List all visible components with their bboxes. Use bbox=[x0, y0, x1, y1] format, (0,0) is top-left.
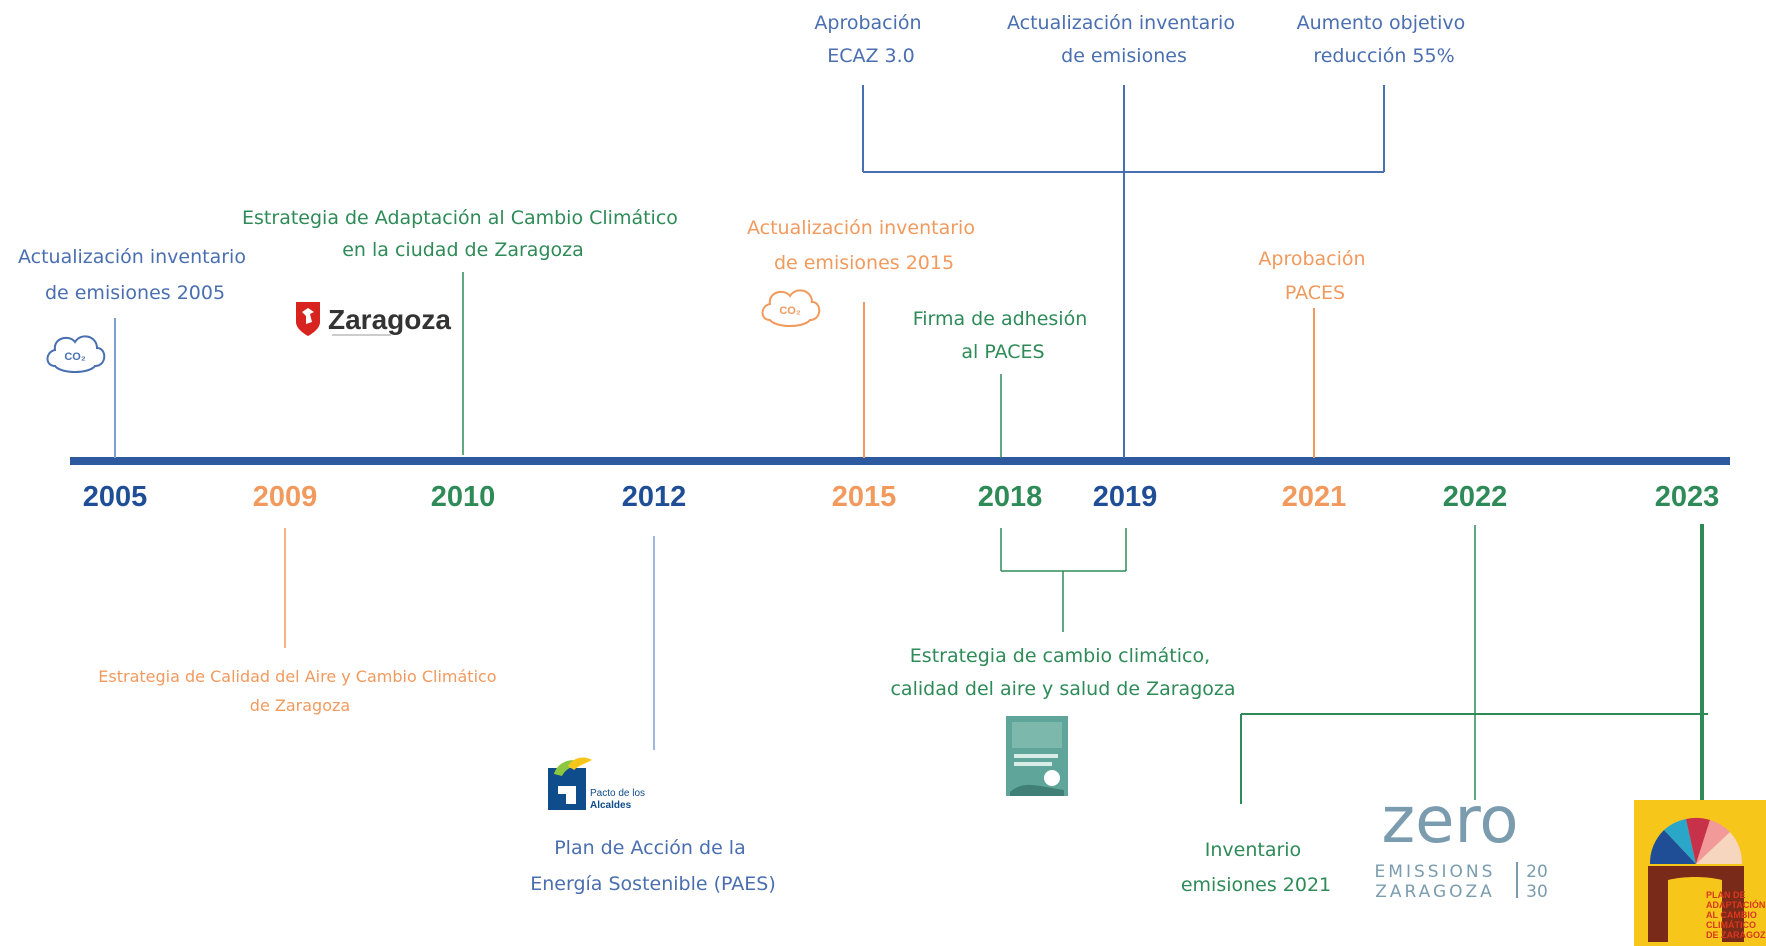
event-2018a-line1: Firma de adhesión bbox=[913, 308, 1088, 330]
event-2019c-line2: reducción 55% bbox=[1313, 45, 1454, 67]
zero-line1: EMISSIONS bbox=[1375, 862, 1496, 882]
event-2022-line2: emisiones 2021 bbox=[1181, 874, 1331, 896]
pacto-alcaldes-logo: Pacto de los Alcaldes bbox=[548, 757, 645, 811]
year-2015: 2015 bbox=[832, 481, 897, 513]
event-2019a-line2: ECAZ 3.0 bbox=[827, 45, 915, 67]
zero-line2: ZARAGOZA bbox=[1375, 882, 1495, 902]
co2-cloud-icon: CO₂ bbox=[46, 335, 106, 373]
event-2015-line2: de emisiones 2015 bbox=[774, 252, 954, 274]
year-2019: 2019 bbox=[1093, 481, 1158, 513]
zero-emissions-logo: zero EMISSIONS ZARAGOZA 20 30 bbox=[1375, 784, 1548, 902]
bracket-2018-2019 bbox=[1000, 528, 1127, 632]
event-2009-line1: Estrategia de Calidad del Aire y Cambio … bbox=[98, 667, 496, 686]
co2-label: CO₂ bbox=[779, 305, 801, 317]
event-2018-adhesion: Firma de adhesión al PACES bbox=[913, 308, 1094, 363]
co2-cloud-icon: CO₂ bbox=[761, 289, 821, 327]
strategy-document-thumbnail bbox=[1004, 714, 1070, 800]
zaragoza-logo-text: Zaragoza bbox=[328, 304, 451, 335]
event-2021-line2: PACES bbox=[1285, 282, 1345, 304]
plan-line5: DE ZARAGOZA bbox=[1706, 930, 1766, 940]
event-2018a-line2: al PACES bbox=[961, 341, 1044, 363]
pacto-line1: Pacto de los bbox=[590, 788, 645, 799]
event-2019c-line1: Aumento objetivo bbox=[1297, 12, 1466, 34]
event-2009-line2: de Zaragoza bbox=[250, 696, 350, 715]
year-2023: 2023 bbox=[1655, 481, 1720, 513]
year-2005: 2005 bbox=[83, 481, 148, 513]
event-2019-ecaz: Aprobación ECAZ 3.0 bbox=[814, 12, 927, 67]
year-2012: 2012 bbox=[622, 481, 687, 513]
event-2022: Inventario emisiones 2021 bbox=[1181, 839, 1331, 896]
event-2015-line1: Actualización inventario bbox=[747, 217, 975, 239]
year-2021: 2021 bbox=[1282, 481, 1347, 513]
zero-year-top: 20 bbox=[1526, 862, 1548, 882]
year-2022: 2022 bbox=[1443, 481, 1508, 513]
zero-word: zero bbox=[1381, 784, 1518, 858]
event-2010-line1: Estrategia de Adaptación al Cambio Climá… bbox=[242, 207, 678, 229]
event-2015: Actualización inventario de emisiones 20… bbox=[747, 217, 981, 274]
event-2005-line2: de emisiones 2005 bbox=[45, 282, 225, 304]
year-2018: 2018 bbox=[978, 481, 1043, 513]
event-2018b-line1: Estrategia de cambio climático, bbox=[910, 645, 1210, 667]
zero-year-bottom: 30 bbox=[1526, 882, 1548, 902]
event-2012-line1: Plan de Acción de la bbox=[554, 837, 746, 859]
co2-label: CO₂ bbox=[64, 351, 86, 363]
plan-line2: ADAPTACIÓN bbox=[1706, 899, 1765, 910]
bracket-2022-2023 bbox=[1240, 524, 1708, 806]
event-2018b-line2: calidad del aire y salud de Zaragoza bbox=[890, 678, 1235, 700]
event-2009: Estrategia de Calidad del Aire y Cambio … bbox=[98, 667, 501, 715]
event-2019-inventario: Actualización inventario de emisiones bbox=[1007, 12, 1241, 67]
event-2019-objetivo: Aumento objetivo reducción 55% bbox=[1297, 12, 1472, 67]
plan-line1: PLAN DE bbox=[1706, 890, 1746, 900]
event-2012: Plan de Acción de la Energía Sostenible … bbox=[530, 837, 775, 895]
event-2010-line2: en la ciudad de Zaragoza bbox=[342, 239, 584, 261]
event-2019a-line1: Aprobación bbox=[814, 12, 921, 34]
plan-adaptacion-logo: PLAN DE ADAPTACIÓN AL CAMBIO CLIMÁTICO D… bbox=[1634, 800, 1766, 946]
plan-line4: CLIMÁTICO bbox=[1706, 920, 1756, 930]
year-2009: 2009 bbox=[253, 481, 318, 513]
event-2022-line1: Inventario bbox=[1205, 839, 1301, 861]
event-2021: Aprobación PACES bbox=[1258, 248, 1371, 304]
zaragoza-logo: Zaragoza bbox=[296, 302, 451, 336]
event-2019b-line1: Actualización inventario bbox=[1007, 12, 1235, 34]
event-2005-line1: Actualización inventario bbox=[18, 246, 246, 268]
event-2012-line2: Energía Sostenible (PAES) bbox=[530, 873, 775, 895]
bracket-2019 bbox=[862, 85, 1385, 458]
event-2005: Actualización inventario de emisiones 20… bbox=[18, 246, 252, 304]
event-2018-estrategia: Estrategia de cambio climático, calidad … bbox=[890, 645, 1235, 700]
event-2019b-line2: de emisiones bbox=[1061, 45, 1187, 67]
pacto-line2: Alcaldes bbox=[590, 800, 632, 811]
event-2021-line1: Aprobación bbox=[1258, 248, 1365, 270]
year-2010: 2010 bbox=[431, 481, 496, 513]
plan-line3: AL CAMBIO bbox=[1706, 910, 1757, 920]
event-2010: Estrategia de Adaptación al Cambio Climá… bbox=[242, 207, 684, 261]
